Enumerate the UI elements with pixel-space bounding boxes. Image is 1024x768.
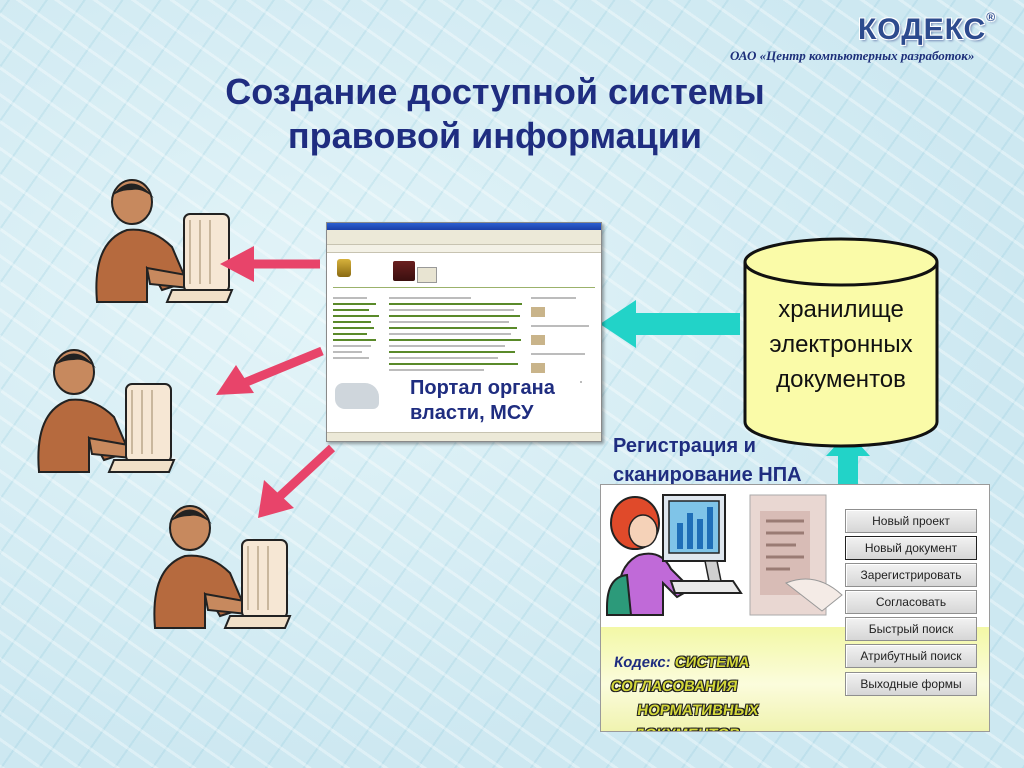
portal-news-column [389, 293, 525, 375]
arrow-portal-to-user-2 [216, 346, 324, 395]
title-line-2: правовой информации [287, 115, 703, 156]
emblem-icon [337, 259, 351, 277]
quick-search-button[interactable]: Быстрый поиск [845, 617, 977, 641]
new-project-button[interactable]: Новый проект [845, 509, 977, 533]
output-forms-button[interactable]: Выходные формы [845, 672, 977, 696]
arrow-portal-to-user-3 [258, 444, 336, 518]
storage-line-1: хранилище [778, 296, 904, 323]
woman-at-computer-icon [606, 494, 743, 616]
system-title-line-2: НОРМАТИВНЫХ ДОКУМЕНТОВ [633, 702, 760, 731]
slide-title: Создание доступной системы правовой инфо… [150, 70, 840, 158]
browser-toolbar [327, 230, 601, 245]
browser-titlebar [327, 223, 601, 230]
storage-label: хранилище электронных документов [742, 292, 940, 397]
company-name: ОАО «Центр компьютерных разработок» [730, 48, 975, 63]
browser-address-bar [327, 245, 601, 253]
portal-caption-line-1: Портал органа [410, 377, 555, 399]
documents-icon [749, 494, 843, 616]
approval-system-window: Кодекс: СИСТЕМА СОГЛАСОВАНИЯ НОРМАТИВНЫХ… [600, 484, 990, 732]
registration-line-1: Регистрация и [613, 435, 756, 457]
portal-header [333, 257, 595, 288]
logo-registered-mark: ® [986, 10, 997, 24]
person-at-computer-icon [95, 179, 234, 303]
new-document-button[interactable]: Новый документ [845, 536, 977, 560]
portal-caption: Портал органа власти, МСУ [410, 376, 580, 426]
storage-line-3: документов [776, 366, 906, 393]
portal-caption-line-2: власти, МСУ [410, 402, 534, 424]
person-at-computer-icon [37, 349, 176, 473]
portal-side-column [531, 293, 595, 387]
document-icon [417, 267, 437, 283]
arrow-storage-to-portal [600, 300, 740, 348]
system-title: Кодекс: СИСТЕМА СОГЛАСОВАНИЯ НОРМАТИВНЫХ… [602, 651, 851, 731]
title-line-1: Создание доступной системы [225, 71, 765, 112]
book-icon [393, 261, 415, 281]
person-at-computer-icon [153, 505, 292, 629]
registration-label: Регистрация и сканирование НПА [613, 432, 833, 490]
register-button[interactable]: Зарегистрировать [845, 563, 977, 587]
document-storage-cylinder [743, 237, 939, 448]
attribute-search-button[interactable]: Атрибутный поиск [845, 644, 977, 668]
logo-text: КОДЕКС [858, 13, 987, 46]
registration-line-2: сканирование НПА [613, 464, 802, 486]
portal-left-menu [333, 293, 381, 433]
browser-status-bar [327, 432, 601, 441]
approve-button[interactable]: Согласовать [845, 590, 977, 614]
kodeks-logo: КОДЕКС® [858, 10, 996, 47]
arrow-portal-to-user-1 [220, 246, 320, 282]
storage-line-2: электронных [769, 331, 913, 358]
map-icon [335, 383, 379, 409]
system-title-prefix: Кодекс: [612, 654, 672, 671]
